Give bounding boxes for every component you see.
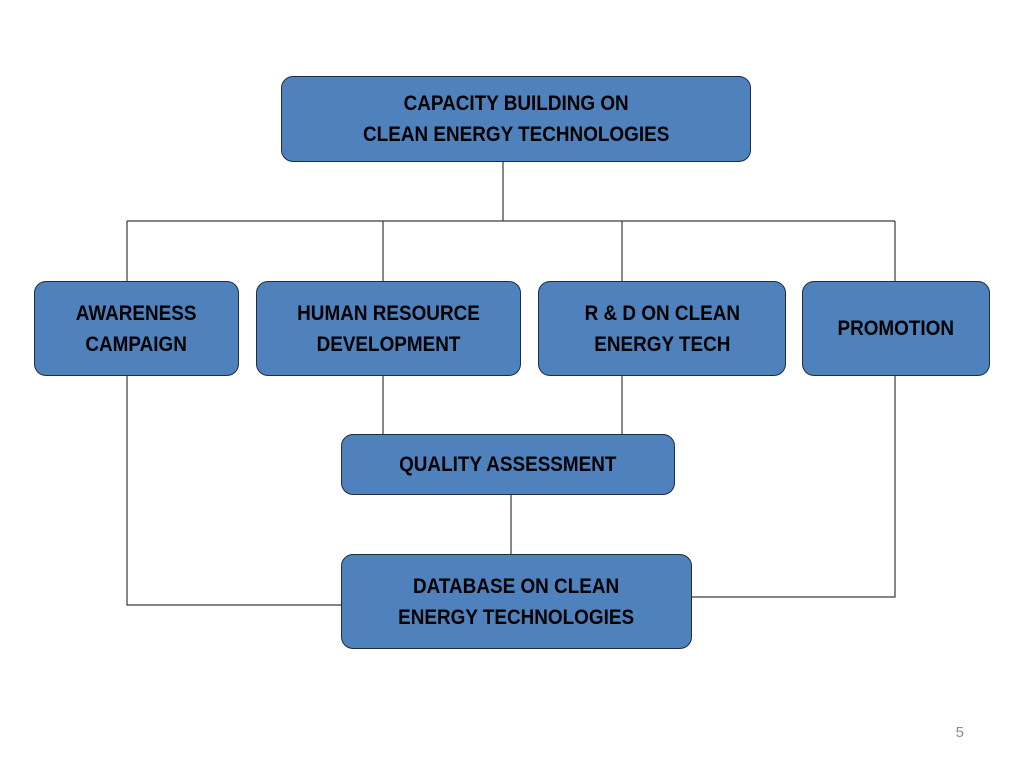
node-human-resource-development-label: HUMAN RESOURCE DEVELOPMENT	[297, 301, 480, 356]
node-database-clean-energy: DATABASE ON CLEAN ENERGY TECHNOLOGIES	[341, 554, 692, 649]
node-quality-assessment: QUALITY ASSESSMENT	[341, 434, 675, 495]
node-promotion-label: PROMOTION	[837, 317, 955, 340]
node-rd-clean-energy: R & D ON CLEAN ENERGY TECH	[538, 281, 786, 376]
node-awareness-campaign: AWARENESS CAMPAIGN	[34, 281, 239, 376]
connector-promotion-database	[692, 376, 896, 598]
node-promotion: PROMOTION	[802, 281, 990, 376]
node-rd-clean-energy-label: R & D ON CLEAN ENERGY TECH	[584, 301, 740, 356]
connector-awareness-database	[126, 376, 341, 606]
node-awareness-campaign-label: AWARENESS CAMPAIGN	[76, 301, 197, 356]
node-capacity-building: CAPACITY BUILDING ON CLEAN ENERGY TECHNO…	[281, 76, 751, 162]
node-human-resource-development: HUMAN RESOURCE DEVELOPMENT	[256, 281, 521, 376]
node-capacity-building-label: CAPACITY BUILDING ON CLEAN ENERGY TECHNO…	[362, 92, 670, 146]
page-number: 5	[955, 724, 964, 741]
node-quality-assessment-label: QUALITY ASSESSMENT	[399, 453, 617, 476]
node-database-clean-energy-label: DATABASE ON CLEAN ENERGY TECHNOLOGIES	[398, 574, 635, 629]
